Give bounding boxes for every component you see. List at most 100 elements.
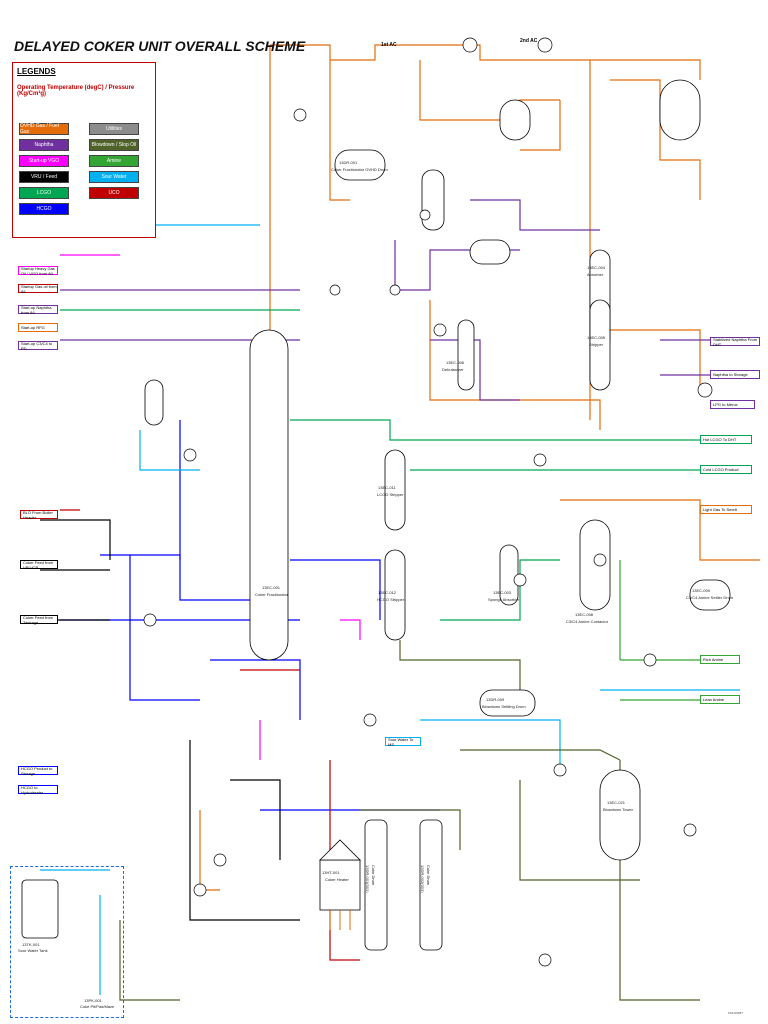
legend-item: Sour Water bbox=[89, 171, 139, 183]
amine-contactor-cooler-icon bbox=[593, 553, 607, 567]
fractionator-name: Coker Fractionator bbox=[255, 592, 289, 597]
feed-line-1 bbox=[40, 519, 111, 560]
offsite-flag: Start-up Naphtha from 8/L bbox=[18, 305, 58, 315]
coke-drum-1-name: Coke Drum bbox=[371, 865, 376, 886]
coke-drum-2 bbox=[419, 819, 443, 951]
coke-pit-name: Coke Pit/Pad/Maze bbox=[80, 1004, 115, 1009]
amine-booster-icon bbox=[643, 653, 657, 667]
legend-item: UCO bbox=[89, 187, 139, 199]
reflux-pump-icon bbox=[329, 284, 341, 296]
interstage-line bbox=[520, 100, 561, 151]
heater-name: Coker Heater bbox=[325, 877, 349, 882]
blowdown-tower-name: Blowdown Tower bbox=[603, 807, 633, 812]
vr-line-2 bbox=[230, 779, 281, 860]
debutanizer-gas-line bbox=[429, 300, 601, 430]
sour-water-filter bbox=[144, 379, 164, 426]
coker-fractionator bbox=[249, 329, 289, 661]
debutanizer-name: Debutanizer bbox=[442, 367, 464, 372]
naphtha-line-3 bbox=[430, 339, 520, 401]
sour-water-line-3 bbox=[420, 719, 561, 770]
stripper-line bbox=[610, 79, 701, 200]
light-gas-flag: Light Gas To Smelt bbox=[700, 505, 752, 514]
legend-item: Utilities bbox=[89, 123, 139, 135]
sour-water-pump-icon bbox=[553, 763, 567, 777]
ovhd-drum-name: Coker Fractionator OVHD Drum bbox=[331, 167, 388, 172]
absorber-tag: 13EC-004 bbox=[587, 265, 606, 270]
hot-lcgo-flag: Hot LCGO To DHT bbox=[700, 435, 752, 444]
legend: LEGENDS Operating Temperature (degC) / P… bbox=[12, 62, 156, 238]
legend-item: Amine bbox=[89, 155, 139, 167]
sour-water-tank-tag: 13TK-001 bbox=[22, 942, 40, 947]
blowdown-pump-icon bbox=[538, 953, 552, 967]
offsite-flag: Startup Gas oil from 8/L bbox=[18, 284, 58, 294]
sponge-cooler-icon bbox=[513, 573, 527, 587]
debutanizer-tag: 13EC-006 bbox=[446, 360, 465, 365]
heater-tag: 13HT-001 bbox=[322, 870, 340, 875]
blowdown-line-2 bbox=[460, 749, 621, 761]
amine-contactor-tag: 13EC-008 bbox=[575, 612, 594, 617]
blowdown-drum-name: Blowdown Settling Drum bbox=[482, 704, 526, 709]
ovhd-drum bbox=[334, 149, 386, 181]
coke-drum-vent bbox=[360, 809, 461, 850]
blowdown-tower-tag: 13EC-021 bbox=[607, 800, 626, 805]
vr-feed-flag: Coker Feed from VRU/CR bbox=[20, 560, 58, 570]
lpg-merox-flag: LPG to Merox bbox=[710, 400, 755, 409]
amine-contactor bbox=[579, 519, 611, 611]
naphtha-storage-flag: Naphtha to Storage bbox=[710, 370, 760, 379]
lpg-cooler-icon bbox=[697, 382, 713, 398]
stab-naphtha-flag: Stabilized Naphtha From DHT bbox=[710, 337, 760, 347]
legend-item: Naphtha bbox=[19, 139, 69, 151]
startup-vgo-line-3 bbox=[340, 619, 361, 640]
legend-item: OVHD Gas / Fuel Gas bbox=[19, 123, 69, 135]
compressor-pump-icon bbox=[419, 209, 431, 221]
footer-tag: PMU00987 bbox=[728, 1011, 744, 1015]
condensate-line bbox=[119, 920, 180, 1001]
absorber-name: Absorber bbox=[587, 272, 604, 277]
hcgo-pump-2-icon bbox=[363, 713, 377, 727]
ovhd-gas-line-top bbox=[270, 44, 701, 80]
sour-water-tank-name: Sour Water Tank bbox=[18, 948, 48, 953]
legend-item: HCGO bbox=[19, 203, 69, 215]
lcgo-stripper-name: LCGO Stripper bbox=[377, 492, 404, 497]
debutanizer bbox=[457, 319, 475, 391]
feed-exchanger-icon bbox=[143, 613, 157, 627]
sponge-absorber-name: Sponge Absorber bbox=[488, 597, 519, 602]
fuel-gas-heater bbox=[199, 810, 220, 891]
ovhd-gas-line-drum bbox=[329, 60, 350, 201]
lcgo-line-main bbox=[290, 419, 740, 441]
ac-2-exchanger-icon bbox=[537, 37, 553, 53]
blowdown-line-1 bbox=[399, 640, 521, 700]
hcgo-stripper-tag: 13EC-012 bbox=[378, 590, 397, 595]
coke-drum-2-tag: 13DR-002(003) bbox=[420, 865, 425, 893]
vr-line-heater bbox=[189, 740, 300, 921]
fractionator-condenser-icon bbox=[293, 108, 307, 122]
amine-gas-line bbox=[560, 499, 760, 561]
coker-heater bbox=[319, 839, 361, 930]
naphtha-line-1 bbox=[394, 240, 520, 291]
boiler-flag: BLO From Boiler Header bbox=[20, 510, 58, 520]
coke-pit-tag: 13PK-001 bbox=[84, 998, 102, 1003]
blowdown-tower bbox=[599, 769, 641, 861]
sour-water-line-2 bbox=[139, 430, 200, 471]
legend-item: VRU / Feed bbox=[19, 171, 69, 183]
lcgo-cooler-icon bbox=[533, 453, 547, 467]
hcgo-product-flag: HCGO Product to Storage bbox=[18, 766, 58, 776]
hcgo-line-4 bbox=[210, 659, 301, 720]
blowdown-line-3 bbox=[519, 780, 640, 881]
feed-storage-flag: Coker Feed from Tankage bbox=[20, 615, 58, 625]
amine-settler-tag: 13EC-009 bbox=[692, 588, 711, 593]
offsite-flag: Startup Heavy Gas Oil / VGO from 8/L bbox=[18, 266, 58, 276]
uco-line-3 bbox=[329, 760, 360, 961]
amine-contactor-name: C3/C4 Amine Contactor bbox=[566, 619, 609, 624]
amine-settler bbox=[689, 579, 731, 611]
lcgo-stripper bbox=[384, 449, 406, 531]
lcgo-stripper-tag: 13EC-011 bbox=[378, 485, 396, 490]
hcgo-hydrotreater-flag: HCGO to Hydrotreater bbox=[18, 785, 58, 795]
sponge-absorber bbox=[499, 544, 519, 606]
blowdown-drum-tag: 13DR-009 bbox=[486, 697, 505, 702]
ac-2-label: 2nd AC bbox=[520, 38, 538, 44]
hcgo-stripper-name: HCGO Stripper bbox=[377, 597, 405, 602]
ac-1-label: 1st AC bbox=[381, 42, 397, 48]
sour-water-tank bbox=[21, 879, 59, 939]
